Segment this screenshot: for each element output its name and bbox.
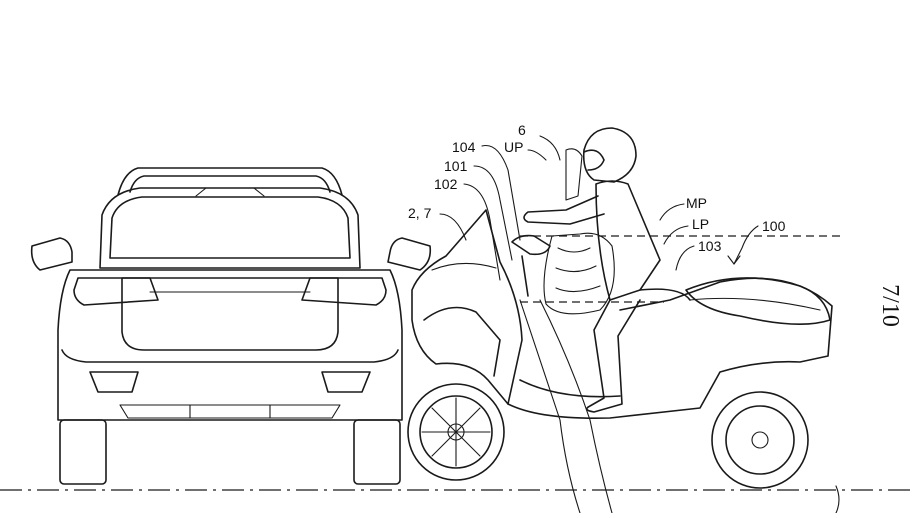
ref-label-6: 6: [518, 122, 526, 138]
ref-label-104: 104: [452, 139, 476, 155]
rider-with-helmet-icon: [523, 127, 691, 413]
ref-label-100: 100: [762, 218, 786, 234]
ref-label-up: UP: [504, 139, 524, 155]
car-icon: [30, 167, 432, 485]
three-wheel-scooter-icon: [407, 209, 833, 489]
ref-label-101: 101: [444, 158, 468, 174]
airbag-icon: [543, 148, 615, 315]
ref-label-102: 102: [434, 176, 458, 192]
ref-label-lp: LP: [692, 216, 710, 232]
ref-label-103: 103: [698, 238, 722, 254]
ref-label-mp: MP: [686, 195, 707, 211]
ref-label-2-7: 2, 7: [408, 205, 432, 221]
sheet-number: 7/10: [876, 284, 903, 327]
